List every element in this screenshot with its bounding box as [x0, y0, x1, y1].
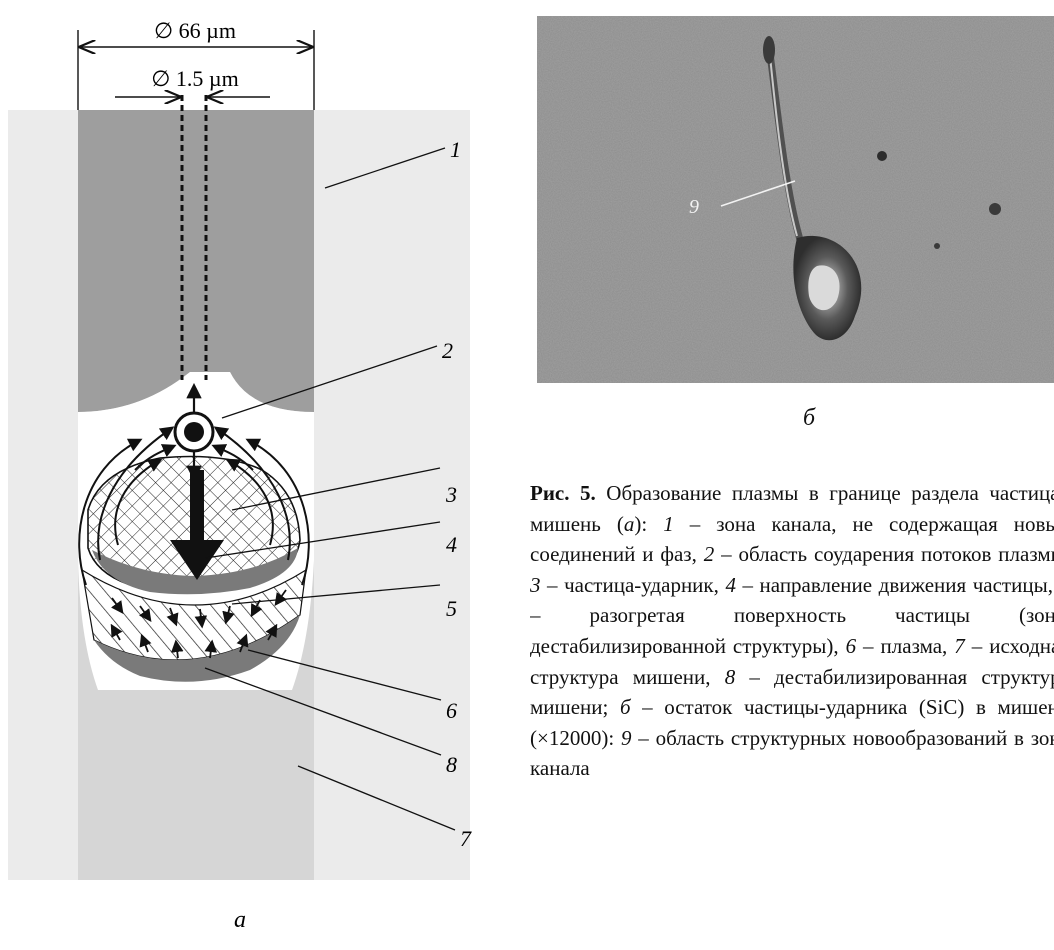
caption-segment: 3: [530, 573, 541, 597]
caption-segment: б: [620, 695, 631, 719]
caption-segment: ):: [634, 512, 663, 536]
micrograph-texture: [537, 16, 1054, 383]
caption-segment: – плазма,: [856, 634, 954, 658]
caption-segment: – направление движения частицы,: [736, 573, 1054, 597]
channel-zone: [78, 110, 314, 412]
label-2: 2: [442, 338, 453, 363]
caption-text: Рис. 5. Образование плазмы в границе раз…: [530, 478, 1054, 784]
caption-segment: а: [624, 512, 635, 536]
figure-caption: Рис. 5. Образование плазмы в границе раз…: [530, 478, 1054, 898]
label-7: 7: [460, 826, 472, 851]
label-6: 6: [446, 698, 457, 723]
label-4: 4: [446, 532, 457, 557]
caption-segment: 6: [846, 634, 857, 658]
micrograph-photo: 9: [537, 16, 1054, 383]
inner-diameter-label: ∅ 1.5 µm: [151, 66, 238, 91]
caption-segment: – область соударения потоков плазмы,: [714, 542, 1054, 566]
caption-segment: 4: [725, 573, 736, 597]
label-5: 5: [446, 596, 457, 621]
caption-segment: 7: [954, 634, 965, 658]
caption-segment: – частица-ударник,: [541, 573, 726, 597]
caption-lead: Рис. 5.: [530, 481, 596, 505]
label-3: 3: [445, 482, 457, 507]
caption-segment: 9: [621, 726, 632, 750]
label-8: 8: [446, 752, 457, 777]
photo-sublabel: б: [803, 405, 815, 432]
label-1: 1: [450, 137, 461, 162]
caption-segment: 1: [663, 512, 674, 536]
caption-segment: 2: [704, 542, 715, 566]
plasma-formation-diagram: ∅ 66 µm ∅ 1.5 µm: [0, 0, 530, 950]
outer-diameter-label: ∅ 66 µm: [154, 18, 236, 43]
photo-label-9: 9: [689, 196, 699, 219]
diagram-sublabel: а: [234, 907, 246, 933]
caption-segment: 8: [725, 665, 736, 689]
